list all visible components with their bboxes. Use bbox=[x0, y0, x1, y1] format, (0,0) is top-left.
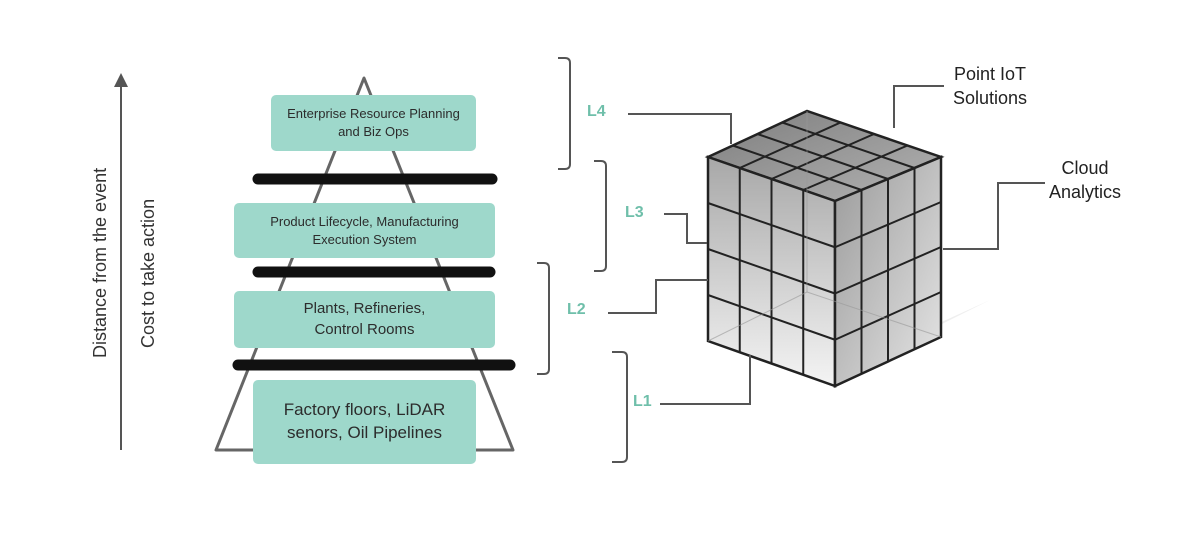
cube-grid-line bbox=[707, 248, 836, 295]
cube-grid-line bbox=[781, 121, 915, 169]
cost-axis-label: Cost to take action bbox=[138, 198, 158, 348]
leader-l4 bbox=[628, 113, 732, 144]
cube-grid-line bbox=[802, 144, 908, 191]
layer-label: Enterprise Resource Planning bbox=[287, 106, 460, 122]
bracket-l3 bbox=[594, 160, 607, 272]
layer-label: and Biz Ops bbox=[338, 124, 409, 139]
cube-hidden-edge bbox=[707, 291, 808, 342]
bracket-l2 bbox=[537, 262, 550, 375]
level-label-l3: L3 bbox=[625, 204, 644, 221]
bracket-l1 bbox=[612, 351, 628, 463]
cube-grid-line bbox=[757, 133, 889, 180]
level-label-l1: L1 bbox=[633, 393, 652, 410]
layer-label: senors, Oil Pipelines bbox=[287, 423, 442, 442]
cube-icon bbox=[704, 109, 990, 388]
leader-l2 bbox=[608, 279, 708, 314]
bracket-l4 bbox=[558, 57, 571, 170]
layer-label: Plants, Refineries, bbox=[303, 300, 426, 318]
leader-l1 bbox=[660, 355, 751, 405]
cube-grid-line bbox=[707, 294, 836, 341]
cube-hidden-edge bbox=[806, 291, 942, 338]
layer-label: Control Rooms bbox=[314, 320, 415, 338]
cube-grid-line bbox=[834, 291, 942, 341]
cube-grid-line bbox=[834, 246, 942, 295]
level-label-l2: L2 bbox=[567, 301, 586, 318]
cloud-analytics-label: Cloud Analytics bbox=[1048, 158, 1122, 203]
layer-box-factory: Factory floors, LiDAR senors, Oil Pipeli… bbox=[253, 380, 476, 464]
layer-label: Factory floors, LiDAR bbox=[283, 400, 446, 420]
layer-box-erp: Enterprise Resource Planning and Biz Ops bbox=[271, 95, 476, 151]
leader-l3 bbox=[664, 213, 707, 244]
leader-cloud bbox=[943, 182, 1045, 250]
layer-box-plm-mes: Product Lifecycle, Manufacturing Executi… bbox=[234, 203, 495, 258]
leader-point-iot bbox=[893, 85, 944, 128]
layer-box-plants: Plants, Refineries, Control Rooms bbox=[234, 291, 495, 348]
layer-label: Product Lifecycle, Manufacturing bbox=[270, 213, 459, 229]
level-label-l4: L4 bbox=[587, 103, 606, 120]
point-iot-label: Point IoT Solutions bbox=[952, 64, 1028, 109]
distance-axis-label: Distance from the event bbox=[90, 167, 110, 358]
layer-label: Execution System bbox=[312, 231, 417, 247]
